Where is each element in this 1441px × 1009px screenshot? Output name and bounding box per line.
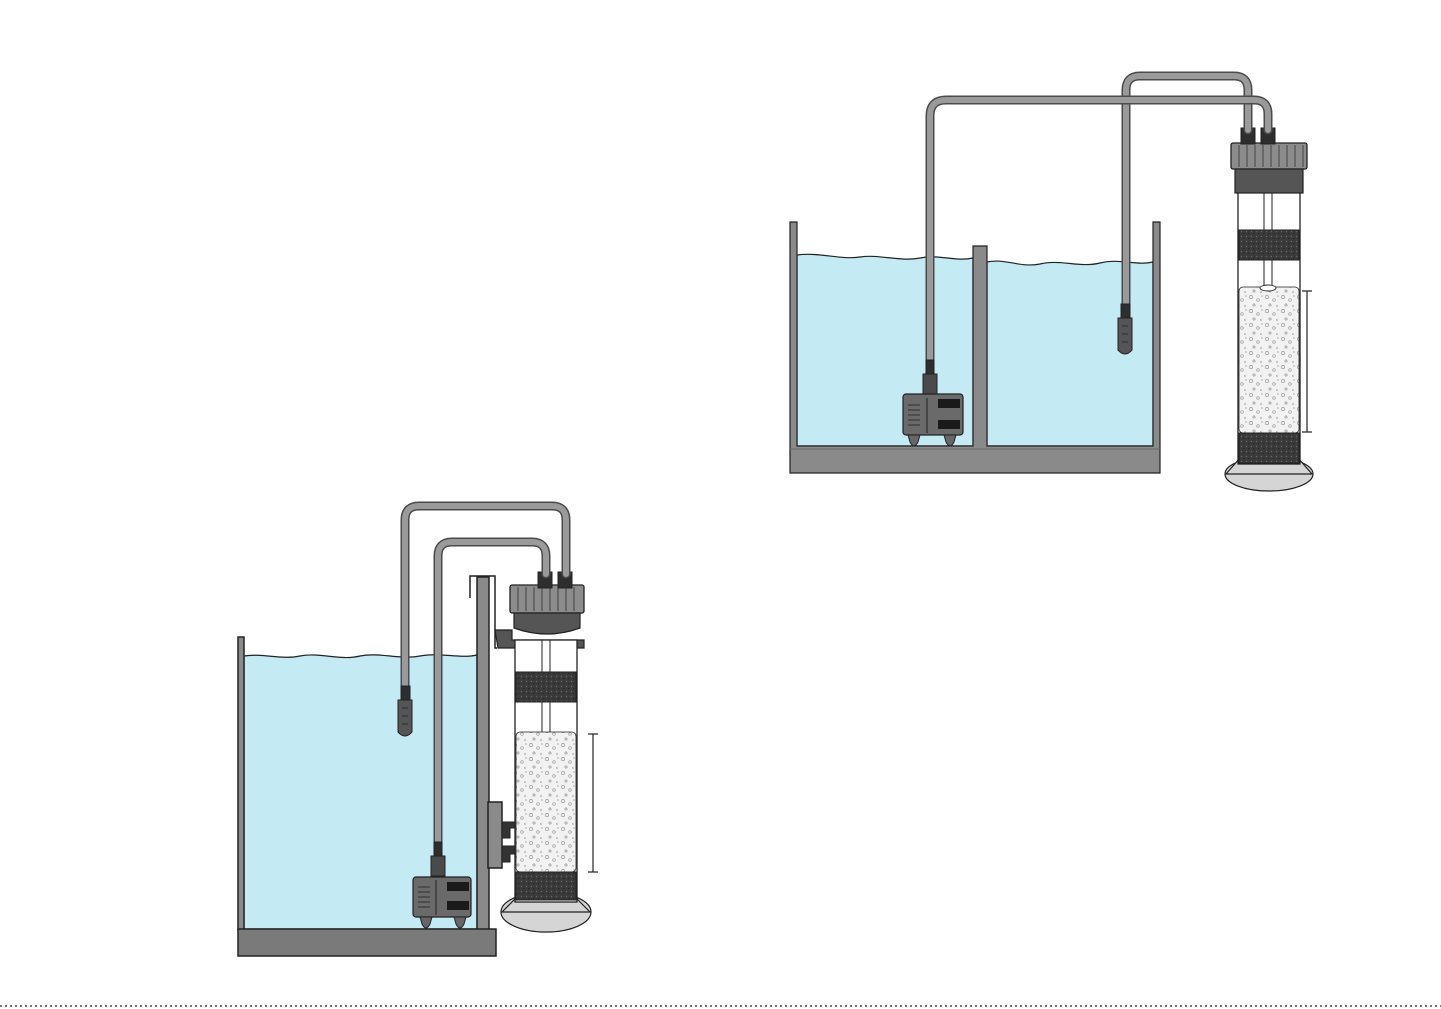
bottom-sponge [1239, 433, 1299, 463]
reactor-lid-ring [510, 585, 584, 613]
reactor-lid-body [514, 613, 580, 634]
sump-reactor-setup [790, 76, 1313, 491]
top-sponge [516, 672, 576, 702]
wall-clip-block [488, 802, 502, 868]
bottom-sponge [516, 872, 576, 900]
top-sponge [1239, 230, 1299, 260]
reactor-lid-ring [1231, 143, 1307, 169]
tank-floor [238, 929, 496, 956]
reaction-media [516, 732, 576, 872]
reactor-column [1225, 128, 1313, 491]
media-level-indicator [1302, 291, 1312, 432]
tank-right-wall [477, 577, 489, 930]
reactor-lid-body [1235, 169, 1303, 193]
hang-on-reactor-setup [238, 506, 598, 956]
tank-left-wall [238, 637, 244, 930]
reactor-column [501, 572, 591, 932]
media-level-indicator [588, 734, 598, 872]
reaction-media [1239, 287, 1299, 433]
